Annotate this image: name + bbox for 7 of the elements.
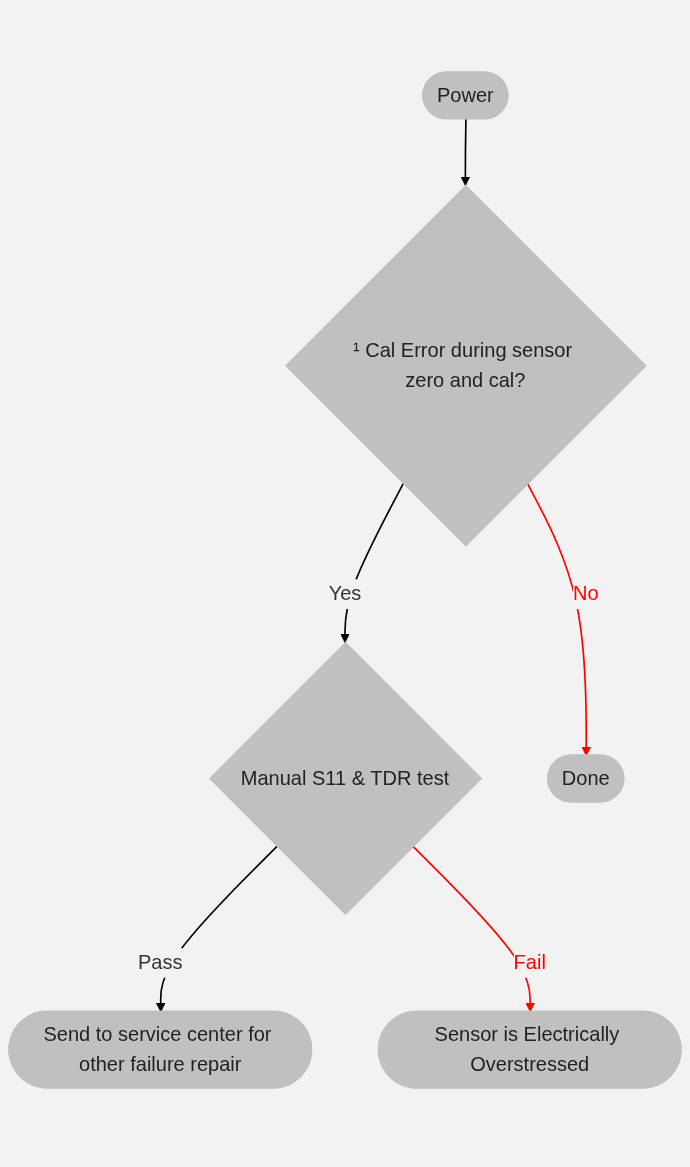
arrow (460, 118, 471, 186)
edge-label: Yes (328, 582, 362, 605)
node-diamond: ¹ Cal Error during sensor zero and cal? (284, 184, 647, 547)
edge-label: No (572, 582, 599, 605)
node-diamond: Manual S11 & TDR test (208, 641, 483, 916)
edge-label: Fail (513, 951, 546, 974)
edge-label: Pass (138, 951, 183, 974)
